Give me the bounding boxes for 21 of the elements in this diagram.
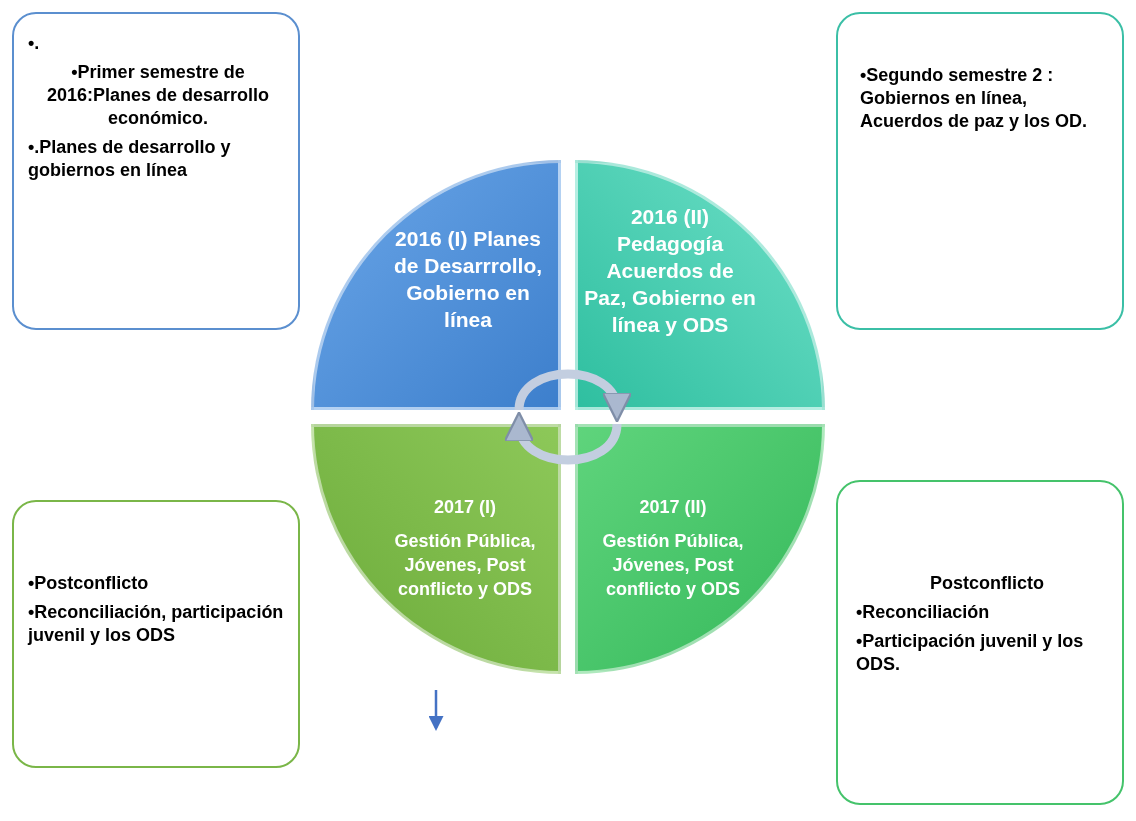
box-text: •.	[28, 32, 41, 55]
box-text: •Reconciliación, participación juvenil y los ODS	[28, 601, 285, 647]
box-text: •Reconciliación	[856, 601, 991, 624]
quarter-text: 2017 (II)	[638, 496, 708, 519]
box-text: Postconflicto	[929, 572, 1045, 595]
text-box	[12, 500, 300, 768]
quarter-text: 2016 (II) Pedagogía Acuerdos de Paz, Gobierno en línea y ODS	[584, 204, 756, 338]
box-text: •Participación juvenil y los ODS.	[856, 630, 1085, 676]
quarter-text: Gestión Pública, Jóvenes, Post conflicto y ODS	[601, 530, 745, 601]
cycle-arrow	[506, 411, 622, 465]
box-text: •Segundo semestre 2 : Gobiernos en línea, Acuerdos de paz y los OD.	[860, 64, 1089, 133]
text-box	[836, 12, 1124, 330]
quarter-text: 2016 (I) Planes de Desarrrollo, Gobierno en línea	[392, 226, 544, 333]
text-box	[836, 480, 1124, 805]
cycle-arrow	[514, 369, 630, 423]
box-text: •.Planes de desarrollo y gobiernos en línea	[28, 136, 232, 182]
quarter-text: 2017 (I)	[432, 496, 497, 519]
quarter-text: Gestión Pública, Jóvenes, Post conflicto y ODS	[393, 530, 537, 601]
text-box	[12, 12, 300, 330]
box-text: •Postconflicto	[28, 572, 150, 595]
box-text: •Primer semestre de 2016:Planes de desarrollo económico.	[45, 61, 271, 130]
